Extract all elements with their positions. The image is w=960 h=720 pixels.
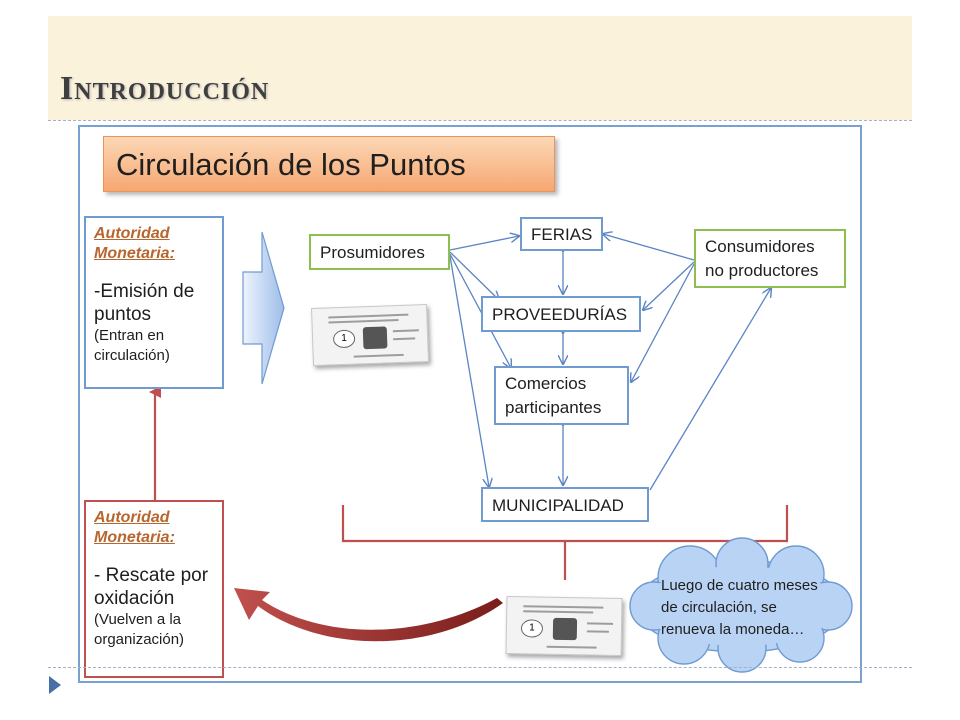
issue-arrow [242,231,285,385]
title-band [48,16,912,120]
coupon-line [586,630,609,633]
node-prosumidores: Prosumidores [309,234,450,270]
arrow-prosumidores-comercios [449,253,511,368]
authority-note-line1: (Vuelven a la [94,611,181,628]
slide-title: Introducción [60,70,270,107]
node-label-line1: Comercios [505,374,587,393]
node-label: MUNICIPALIDAD [492,496,624,515]
authority-note-line1: (Entran en [94,327,165,344]
coupon-line [523,605,604,609]
return-curve-arrow [234,588,503,642]
arrow-consumidores-proveedurias [643,261,695,310]
authority-body-line1: -Emisión de [94,281,195,302]
coupon-line [392,329,419,333]
cloud-line1: Luego de cuatro meses [661,577,818,594]
authority-note-line2: circulación) [94,347,170,364]
cloud-line2: de circulación, se [661,599,777,616]
coupon-seal [552,617,578,641]
coupon-image: 1 [311,303,429,367]
top-divider [48,120,912,121]
coupon-seal [362,326,388,350]
authority-heading-line1: Autoridad [94,509,170,526]
coupon-line [328,313,409,319]
coupon-line [328,318,399,324]
arrow-consumidores-comercios [631,263,695,382]
authority-note-line2: organización) [94,631,185,648]
authority-heading-line2: Monetaria: [94,529,175,546]
cloud-callout-text: Luego de cuatro meses de circulación, se… [661,575,831,641]
arrow-prosumidores-ferias [449,236,519,251]
authority-body-line1: - Rescate por [94,565,209,586]
node-comercios: Comercios participantes [494,366,629,425]
coupon-number: 1 [520,619,544,638]
coupon-line [523,610,594,614]
arrow-consumidores-ferias [603,234,695,261]
coupon-image: 1 [505,595,623,657]
coupon-line [587,622,614,625]
arrow-prosumidores-proveedurias [449,251,499,300]
bottom-divider [48,667,912,668]
arrow-municipalidad-consumidores [649,288,771,491]
cloud-line3: renueva la moneda… [661,621,805,638]
authority-heading-line1: Autoridad [94,225,170,242]
node-label: PROVEEDURÍAS [492,305,628,324]
coupon-line [546,645,597,649]
node-municipalidad: MUNICIPALIDAD [481,487,649,522]
authority-heading-line2: Monetaria: [94,245,175,262]
coupon-number: 1 [332,329,356,349]
slide-bullet-icon [49,676,61,694]
authority-issue-box: Autoridad Monetaria: -Emisión de puntos … [84,216,224,389]
node-label-line2: participantes [505,398,602,417]
node-label: FERIAS [531,225,593,244]
coupon-line [353,353,404,358]
node-ferias: FERIAS [520,217,603,251]
node-label: Prosumidores [320,243,425,262]
node-label-line1: Consumidores [705,237,815,256]
authority-redeem-box: Autoridad Monetaria: - Rescate por oxida… [84,500,224,678]
node-label-line2: no productores [705,261,819,280]
authority-body-line2: oxidación [94,588,175,609]
node-proveedurias: PROVEEDURÍAS [481,296,641,332]
node-consumidores: Consumidores no productores [694,229,846,288]
coupon-line [393,337,416,341]
diagram-banner: Circulación de los Puntos [103,136,555,192]
authority-body-line2: puntos [94,304,152,325]
arrow-prosumidores-municipalidad [449,255,489,487]
